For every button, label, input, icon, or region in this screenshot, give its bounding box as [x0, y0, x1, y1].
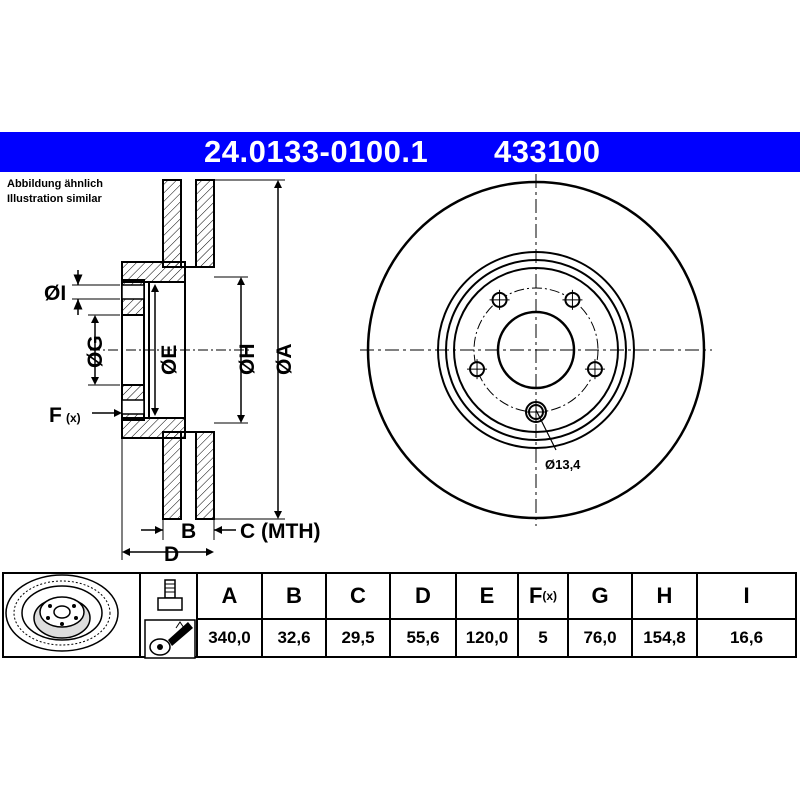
- column-value-i: 16,6: [729, 628, 764, 647]
- alt-number: 433100: [494, 134, 601, 169]
- label-D: D: [164, 543, 179, 566]
- torque-wrench-icon: [144, 619, 196, 659]
- label-B: B: [181, 520, 196, 543]
- column-header-label: C: [350, 583, 366, 608]
- label-H: ØH: [236, 344, 259, 376]
- label-E: ØE: [158, 345, 181, 375]
- column-header-label: H: [656, 583, 673, 608]
- column-value-b: 32,6: [277, 628, 311, 647]
- column-header-label: I: [743, 583, 750, 608]
- label-I: ØI: [44, 282, 66, 305]
- column-header-label: B: [286, 583, 302, 608]
- brake-disc-icon: [5, 574, 119, 652]
- label-G: ØG: [84, 335, 107, 368]
- column-header-label: D: [415, 583, 431, 608]
- note-line-de: Abbildung ähnlich: [7, 178, 103, 190]
- column-header-i: I: [697, 573, 796, 619]
- column-header-d: D: [390, 573, 456, 619]
- column-header-label: A: [221, 583, 238, 608]
- column-header-sub: (x): [542, 589, 558, 603]
- label-F: F: [49, 404, 62, 427]
- column-value-f: 5: [538, 628, 548, 647]
- column-value-c: 29,5: [341, 628, 375, 647]
- column-header-h: H: [632, 573, 697, 619]
- column-header-label: F: [528, 583, 543, 608]
- title-bar: 24.0133-0100.1 433100: [0, 132, 800, 172]
- front-view: [360, 174, 712, 526]
- bolt-icon: [157, 579, 183, 611]
- column-header-f: F(x): [518, 573, 568, 619]
- column-value-e: 120,0: [465, 628, 509, 647]
- label-A: ØA: [273, 344, 296, 376]
- cross-section-view: [90, 179, 250, 520]
- part-number: 24.0133-0100.1: [204, 134, 429, 169]
- column-header-c: C: [326, 573, 390, 619]
- column-value-a: 340,0: [208, 628, 251, 647]
- column-header-label: E: [479, 583, 495, 608]
- hole-leader-line: [535, 409, 557, 451]
- label-F-sub: (x): [66, 411, 81, 425]
- hole-label: Ø13,4: [545, 457, 581, 472]
- column-header-b: B: [262, 573, 326, 619]
- bolt-holes: [467, 289, 605, 423]
- column-header-a: A: [197, 573, 262, 619]
- column-value-g: 76,0: [583, 628, 617, 647]
- label-C: C (MTH): [240, 520, 320, 543]
- note-line-en: Illustration similar: [7, 193, 102, 205]
- column-header-e: E: [456, 573, 518, 619]
- dimension-lines: [72, 179, 285, 560]
- column-header-g: G: [568, 573, 632, 619]
- illustration-note: Abbildung ähnlich Illustration similar: [7, 177, 103, 207]
- column-header-label: G: [591, 583, 609, 608]
- spec-table-frame: [2, 572, 797, 658]
- column-value-h: 154,8: [643, 628, 686, 647]
- column-value-d: 55,6: [406, 628, 440, 647]
